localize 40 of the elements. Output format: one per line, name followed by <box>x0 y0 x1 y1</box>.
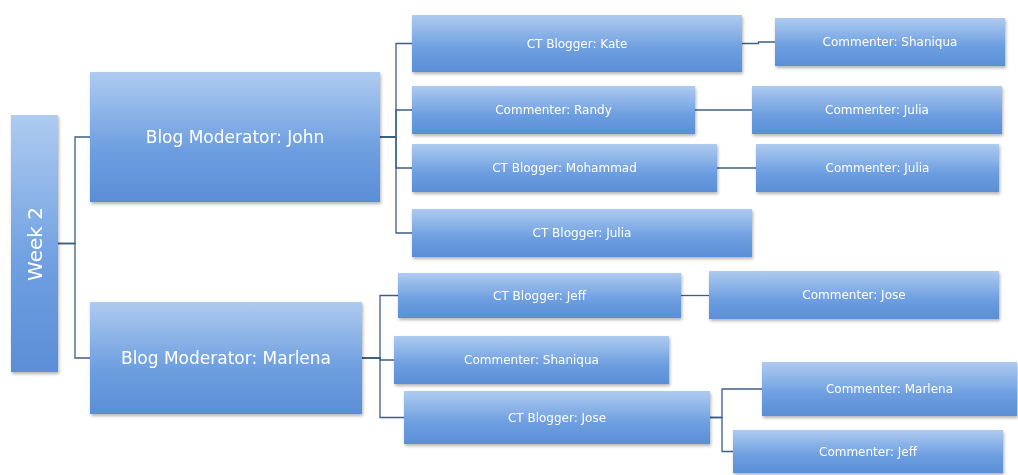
node-label: CT Blogger: Jose <box>507 410 607 425</box>
org-box <box>762 362 1017 416</box>
org-box <box>412 144 717 192</box>
node-label: Week 2 <box>22 206 47 281</box>
connector-line <box>57 242 91 359</box>
org-box <box>398 273 681 318</box>
node-label: CT Blogger: Julia <box>532 226 632 240</box>
connector-line <box>361 357 405 419</box>
connector-line <box>379 136 413 234</box>
week-bar <box>11 115 58 372</box>
node-label: CT Blogger: Mohammad <box>492 161 637 175</box>
org-box <box>756 144 999 192</box>
node-label: Commenter: Shaniqua <box>464 353 599 367</box>
org-box <box>412 86 695 134</box>
node-label: Blog Moderator: John <box>145 127 325 147</box>
connector-line <box>716 167 757 169</box>
node-label: Commenter: Marlena <box>825 382 954 396</box>
org-box <box>733 430 1003 473</box>
org-box <box>90 72 380 202</box>
org-box <box>752 86 1002 134</box>
node-label: Commenter: Randy <box>495 103 612 117</box>
node-label: CT Blogger: Kate <box>526 36 628 51</box>
org-box <box>404 391 710 444</box>
connector-line <box>694 109 753 111</box>
node-label: Blog Moderator: Marlena <box>120 348 331 368</box>
connector-line <box>680 294 710 297</box>
connector-line <box>741 41 776 45</box>
org-box <box>775 18 1005 66</box>
connector-line <box>709 416 734 453</box>
node-label: CT Blogger: Jeff <box>493 288 586 303</box>
org-box <box>412 209 752 257</box>
node-label: Commenter: Shaniqua <box>822 35 958 49</box>
org-box <box>90 302 362 414</box>
node-label: Commenter: Jeff <box>819 444 917 459</box>
org-box <box>394 336 669 384</box>
node-label: Commenter: Jose <box>802 288 906 302</box>
node-label: Commenter: Julia <box>825 161 930 175</box>
node-label: Commenter: Julia <box>825 103 929 117</box>
org-box <box>709 271 999 319</box>
org-box <box>412 15 742 72</box>
